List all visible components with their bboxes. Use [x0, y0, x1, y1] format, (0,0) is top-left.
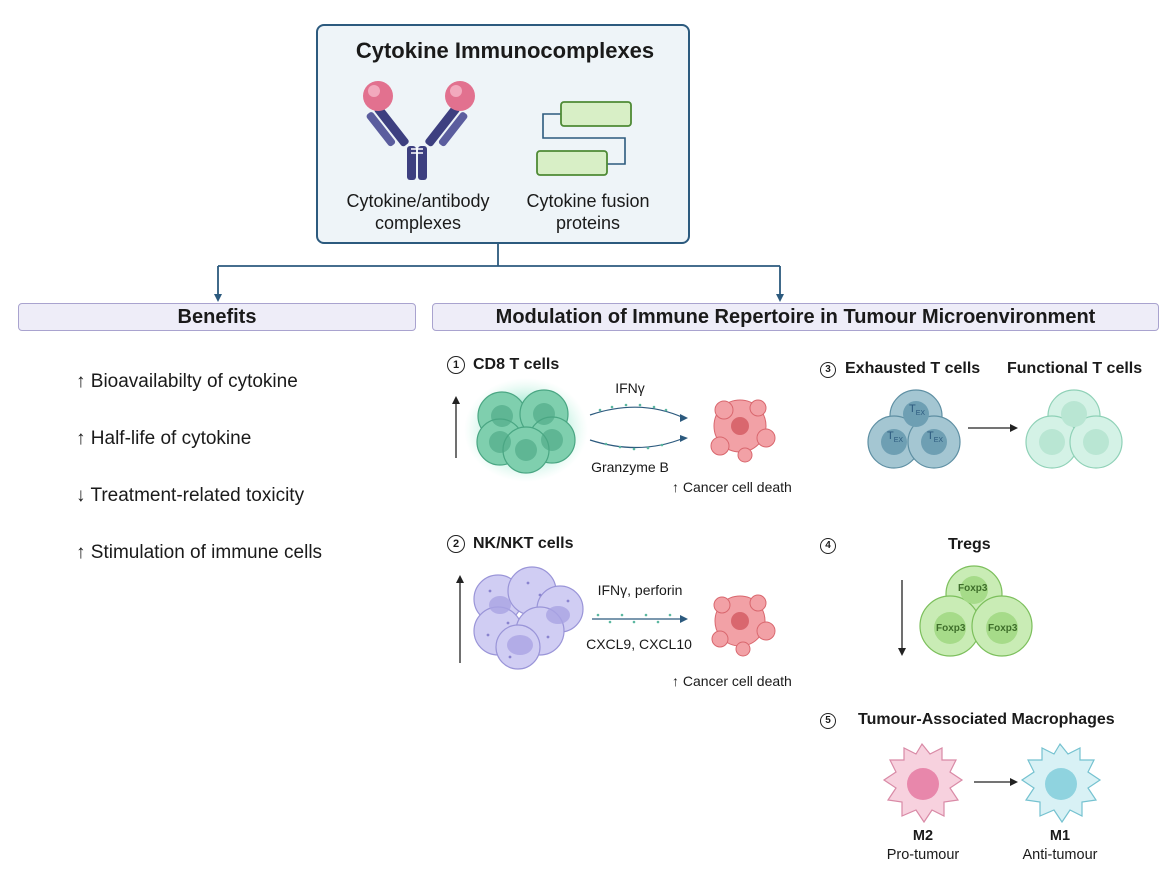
antibody-complex-label-line2: complexes [374, 213, 462, 233]
exhausted-illustration [867, 389, 1123, 469]
benefit-item: ↑ Stimulation of immune cells [76, 542, 322, 564]
immunocomplex-box: Cytokine Immunocomplexes Cytokine/antibo… [316, 24, 690, 244]
fusion-protein-label: Cytokine fusion proteins [508, 190, 668, 234]
benefit-text: Half-life of cytokine [90, 428, 252, 449]
nk-top-label: IFNγ, perforin [597, 582, 683, 598]
benefits-header: Benefits [18, 303, 416, 331]
functional-title: Functional T cells [1007, 360, 1143, 377]
cd8-illustration [452, 378, 776, 482]
tex-label-sub: EX [893, 437, 904, 445]
benefit-text: Stimulation of immune cells [90, 542, 323, 563]
benefit-text: Treatment-related toxicity [90, 485, 305, 506]
tam-title: Tumour-Associated Macrophages [858, 711, 1115, 728]
macrophage-illustration [882, 742, 1102, 824]
fusion-protein-icon [536, 101, 632, 176]
tregs-illustration [898, 565, 1033, 657]
nk-illustration [456, 566, 776, 670]
nk-result: ↑ Cancer cell death [672, 673, 792, 689]
immunocomplex-title: Cytokine Immunocomplexes [355, 38, 655, 63]
tregs-title: Tregs [948, 536, 991, 553]
section-number: 3 [820, 362, 836, 378]
benefit-text: Bioavailabilty of cytokine [90, 371, 298, 392]
antibody-icon [363, 81, 475, 180]
section-number: 1 [447, 356, 465, 374]
benefit-item: ↑ Half-life of cytokine [76, 428, 251, 450]
tex-label-sub: EX [933, 437, 944, 445]
tex-label-sub: EX [915, 410, 926, 418]
cd8-bottom-label: Granzyme B [591, 459, 669, 475]
foxp3-label: Foxp3 [988, 623, 1018, 634]
benefit-item: ↑ Bioavailabilty of cytokine [76, 371, 298, 393]
cd8-top-label: IFNγ [615, 380, 645, 396]
exhausted-title: Exhausted T cells [845, 360, 981, 377]
section-number: 5 [820, 713, 836, 729]
tex-label-t: T [909, 403, 916, 415]
benefit-arrow: ↑ [76, 371, 86, 392]
m2-sublabel: Pro-tumour [886, 847, 960, 863]
fusion-protein-label-line2: proteins [555, 213, 621, 233]
nk-bottom-label: CXCL9, CXCL10 [586, 636, 692, 652]
m1-sublabel: Anti-tumour [1022, 847, 1098, 863]
benefit-arrow: ↓ [76, 485, 86, 506]
cd8-title: CD8 T cells [473, 356, 560, 373]
modulation-header: Modulation of Immune Repertoire in Tumou… [432, 303, 1159, 331]
benefit-arrow: ↑ [76, 542, 86, 563]
tex-label-t: T [927, 430, 934, 442]
tex-label: TEX [887, 430, 903, 444]
section-number: 2 [447, 535, 465, 553]
tex-label: TEX [909, 403, 925, 417]
fusion-protein-label-line1: Cytokine fusion [526, 191, 650, 211]
foxp3-label: Foxp3 [936, 623, 966, 634]
cd8-result: ↑ Cancer cell death [672, 479, 792, 495]
benefit-item: ↓ Treatment-related toxicity [76, 485, 304, 507]
connector-lines [214, 244, 784, 302]
foxp3-label: Foxp3 [958, 583, 988, 594]
tex-label-t: T [887, 430, 894, 442]
m2-label: M2 [912, 828, 934, 844]
tex-label: TEX [927, 430, 943, 444]
antibody-complex-label-line1: Cytokine/antibody [346, 191, 490, 211]
antibody-complex-label: Cytokine/antibody complexes [328, 190, 508, 234]
m1-label: M1 [1049, 828, 1071, 844]
section-number: 4 [820, 538, 836, 554]
benefit-arrow: ↑ [76, 428, 86, 449]
nk-title: NK/NKT cells [473, 535, 574, 552]
